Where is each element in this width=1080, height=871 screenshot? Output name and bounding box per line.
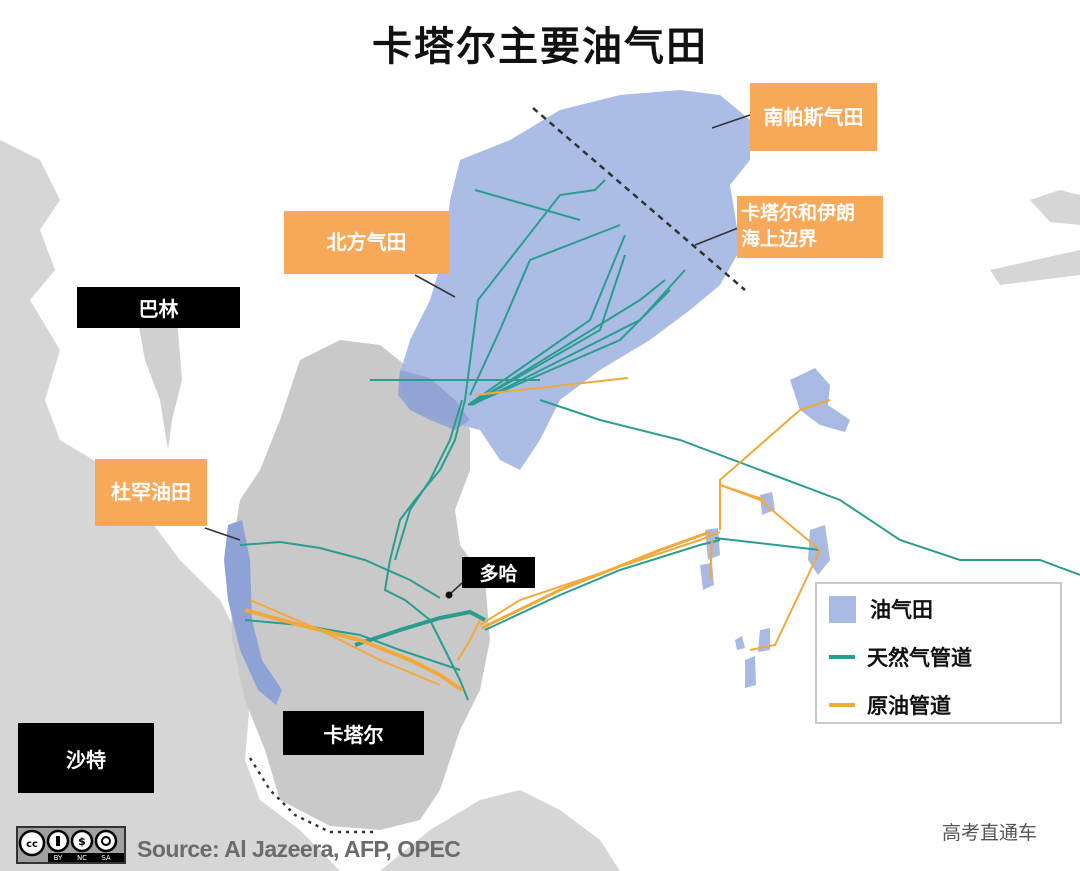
doha-marker bbox=[445, 591, 453, 599]
callout-maritime-border-line2: 海上边界 bbox=[741, 228, 818, 250]
bahrain-island bbox=[135, 300, 182, 450]
svg-text:$: $ bbox=[78, 835, 86, 848]
map-legend: 油气田 天然气管道 原油管道 bbox=[815, 582, 1062, 724]
legend-label-gas: 天然气管道 bbox=[867, 646, 972, 670]
label-saudi: 沙特 bbox=[18, 723, 154, 793]
dukhan-field bbox=[224, 520, 282, 705]
callout-maritime-border-line1: 卡塔尔和伊朗 bbox=[741, 202, 856, 225]
qatar-iran-maritime-border bbox=[532, 107, 746, 291]
qatar-landmass bbox=[230, 340, 490, 830]
callout-dukhan: 杜罕油田 bbox=[95, 459, 207, 526]
oil-pipelines bbox=[244, 377, 831, 692]
label-doha: 多哈 bbox=[462, 557, 535, 588]
svg-text:NC: NC bbox=[77, 854, 87, 862]
legend-label-oil: 原油管道 bbox=[867, 694, 951, 718]
legend-item-gas: 天然气管道 bbox=[829, 642, 972, 672]
callout-north-field: 北方气田 bbox=[284, 211, 449, 274]
north-field-south-pars bbox=[398, 90, 750, 470]
qeshm-islet bbox=[990, 250, 1080, 285]
gas-pipelines bbox=[239, 179, 1080, 701]
svg-text:BY: BY bbox=[54, 854, 63, 862]
label-bahrain: 巴林 bbox=[77, 287, 240, 328]
svg-text:SA: SA bbox=[101, 854, 111, 862]
map-title: 卡塔尔主要油气田 bbox=[372, 24, 708, 70]
north-field-overlap bbox=[398, 370, 470, 430]
iran-coast bbox=[1030, 190, 1080, 225]
callout-south-pars: 南帕斯气田 bbox=[750, 83, 877, 151]
saudi-qatar-border bbox=[248, 757, 375, 834]
label-qatar: 卡塔尔 bbox=[283, 711, 424, 755]
oil-line-icon bbox=[829, 703, 855, 707]
gas-line-icon bbox=[829, 655, 855, 659]
legend-label-field: 油气田 bbox=[870, 598, 933, 622]
legend-item-field: 油气田 bbox=[829, 594, 933, 624]
source-credit: Source: Al Jazeera, AFP, OPEC bbox=[137, 836, 461, 862]
cc-by-nc-sa-icon: cc $ BY NC SA bbox=[18, 829, 124, 862]
field-swatch-icon bbox=[829, 595, 856, 623]
uae-coast bbox=[380, 790, 620, 871]
cc-license-badge: cc $ BY NC SA bbox=[16, 826, 126, 864]
callout-maritime-border: 卡塔尔和伊朗 海上边界 bbox=[737, 196, 883, 258]
watermark: 高考直通车 bbox=[942, 822, 1038, 844]
svg-text:cc: cc bbox=[26, 839, 38, 850]
legend-item-oil: 原油管道 bbox=[829, 690, 951, 720]
callout-leaders bbox=[204, 114, 751, 595]
